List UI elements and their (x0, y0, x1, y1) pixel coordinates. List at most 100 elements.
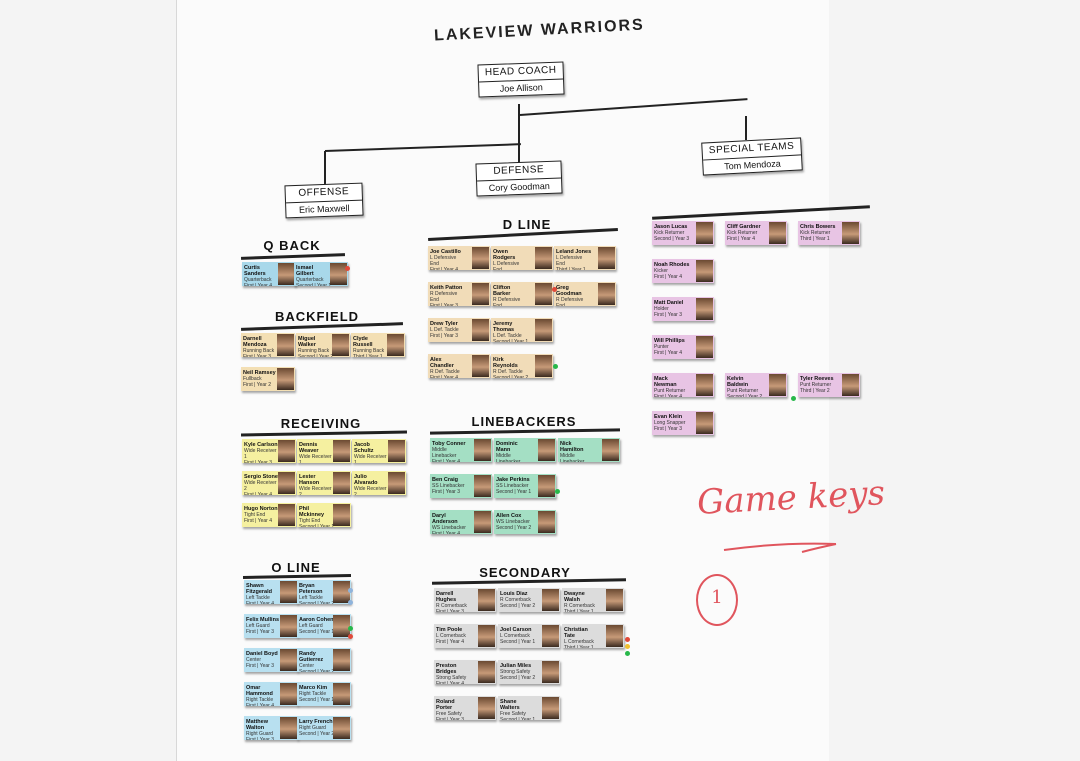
player-name: Shane Walters (500, 699, 520, 711)
magnet-pin[interactable] (345, 266, 350, 271)
player-position: Left Guard (246, 623, 270, 629)
magnet-pin[interactable] (348, 600, 353, 605)
magnet-pin[interactable] (791, 396, 796, 401)
player-name: Tyler Reeves (800, 376, 834, 382)
player-name: Matt Daniel (654, 300, 684, 306)
player-position: Punt Returner (800, 382, 832, 388)
magnet-pin[interactable] (555, 489, 560, 494)
player-position: Middle Linebacker (432, 447, 457, 459)
player-photo (478, 589, 495, 611)
player-year: First | Year 3 (246, 737, 274, 740)
player-name: Daryl Anderson (432, 513, 458, 525)
player-name: Dennis Weaver (299, 442, 319, 454)
magnet-pin[interactable] (348, 634, 353, 639)
player-photo (696, 222, 713, 244)
player-name: Leland Jones (556, 249, 592, 255)
player-position: Wide Receiver 2 (354, 486, 387, 495)
magnet-pin[interactable] (625, 637, 630, 642)
player-photo (333, 504, 350, 526)
magnet-pin[interactable] (625, 651, 630, 656)
player-name: Darrell Hughes (436, 591, 457, 603)
magnet-pin[interactable] (625, 644, 630, 649)
magnet-pin[interactable] (553, 364, 558, 369)
magnet-pin[interactable] (348, 626, 353, 631)
magnet-pin[interactable] (552, 287, 557, 292)
player-position: Middle Linebacker (560, 453, 585, 462)
player-photo (277, 334, 294, 356)
player-name: Miguel Walker (298, 336, 316, 348)
player-photo (333, 440, 350, 462)
player-photo (696, 298, 713, 320)
player-name: Drew Tyler (430, 321, 458, 327)
player-position: L Defensive End (556, 255, 583, 267)
magnet-pin[interactable] (348, 588, 353, 593)
player-photo (333, 581, 350, 603)
player-year: Second | Year 1 (500, 717, 536, 720)
